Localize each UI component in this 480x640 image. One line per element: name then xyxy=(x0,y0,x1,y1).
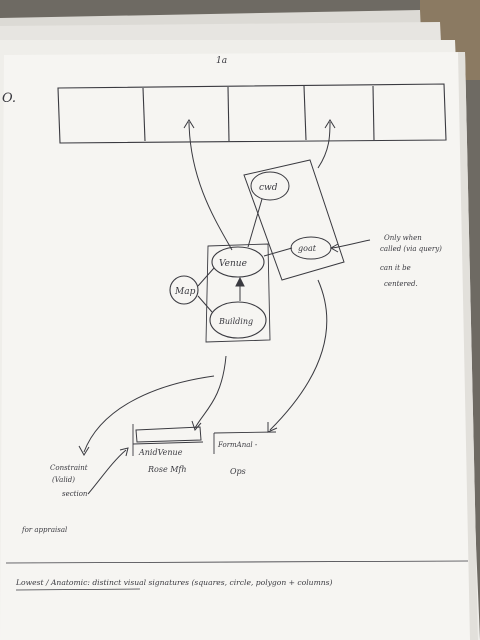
node-building-circle xyxy=(209,301,267,339)
annotation-right-line-1: Only when xyxy=(384,234,422,242)
box-left: AnidVenue xyxy=(132,424,204,457)
footer-divider xyxy=(5,560,469,564)
curves-to-boxes xyxy=(78,279,328,495)
header-mark: 1a xyxy=(216,56,227,66)
node-building-label: Building xyxy=(218,317,253,326)
footer-note: Lowest / Anatomic: distinct visual signa… xyxy=(15,578,333,587)
node-connections xyxy=(197,198,371,313)
box-right: FormAnal - xyxy=(213,431,277,454)
left-note-line-4: for appraisal xyxy=(21,526,67,534)
node-cwd-label: cwd xyxy=(259,183,278,193)
footer-underline xyxy=(15,588,141,591)
node-map-circle xyxy=(169,275,199,305)
left-note-line-3: section xyxy=(62,490,88,498)
center-group-box xyxy=(205,243,271,343)
box-right-caption: Ops xyxy=(230,467,246,476)
left-note-line-2: (Valid) xyxy=(52,476,75,484)
annotation-right: Only when called (via query) can it be c… xyxy=(380,234,442,288)
node-venue-label: Venue xyxy=(219,259,247,269)
box-left-caption: Rose Mfh xyxy=(147,465,187,474)
left-note: Constraint (Valid) section for appraisal xyxy=(21,464,88,534)
node-cwd-circle xyxy=(250,171,290,201)
annotation-right-line-4: centered. xyxy=(384,280,418,288)
box-right-label: FormAnal - xyxy=(217,441,258,449)
paper-sheet xyxy=(0,52,478,640)
annotation-right-line-3: can it be xyxy=(380,264,411,272)
arrows-to-strip xyxy=(183,119,336,251)
node-venue-circle xyxy=(211,246,265,278)
box-left-label: AnidVenue xyxy=(138,448,183,457)
node-goat-label: goat xyxy=(298,244,317,253)
annotation-right-line-2: called (via query) xyxy=(380,245,442,253)
tilted-group-box xyxy=(243,159,345,281)
node-map-label: Map xyxy=(174,287,196,297)
margin-letter: O. xyxy=(2,91,16,106)
top-cell-strip xyxy=(57,83,447,144)
paper-shadow xyxy=(458,52,478,640)
left-note-line-1: Constraint xyxy=(50,464,88,472)
